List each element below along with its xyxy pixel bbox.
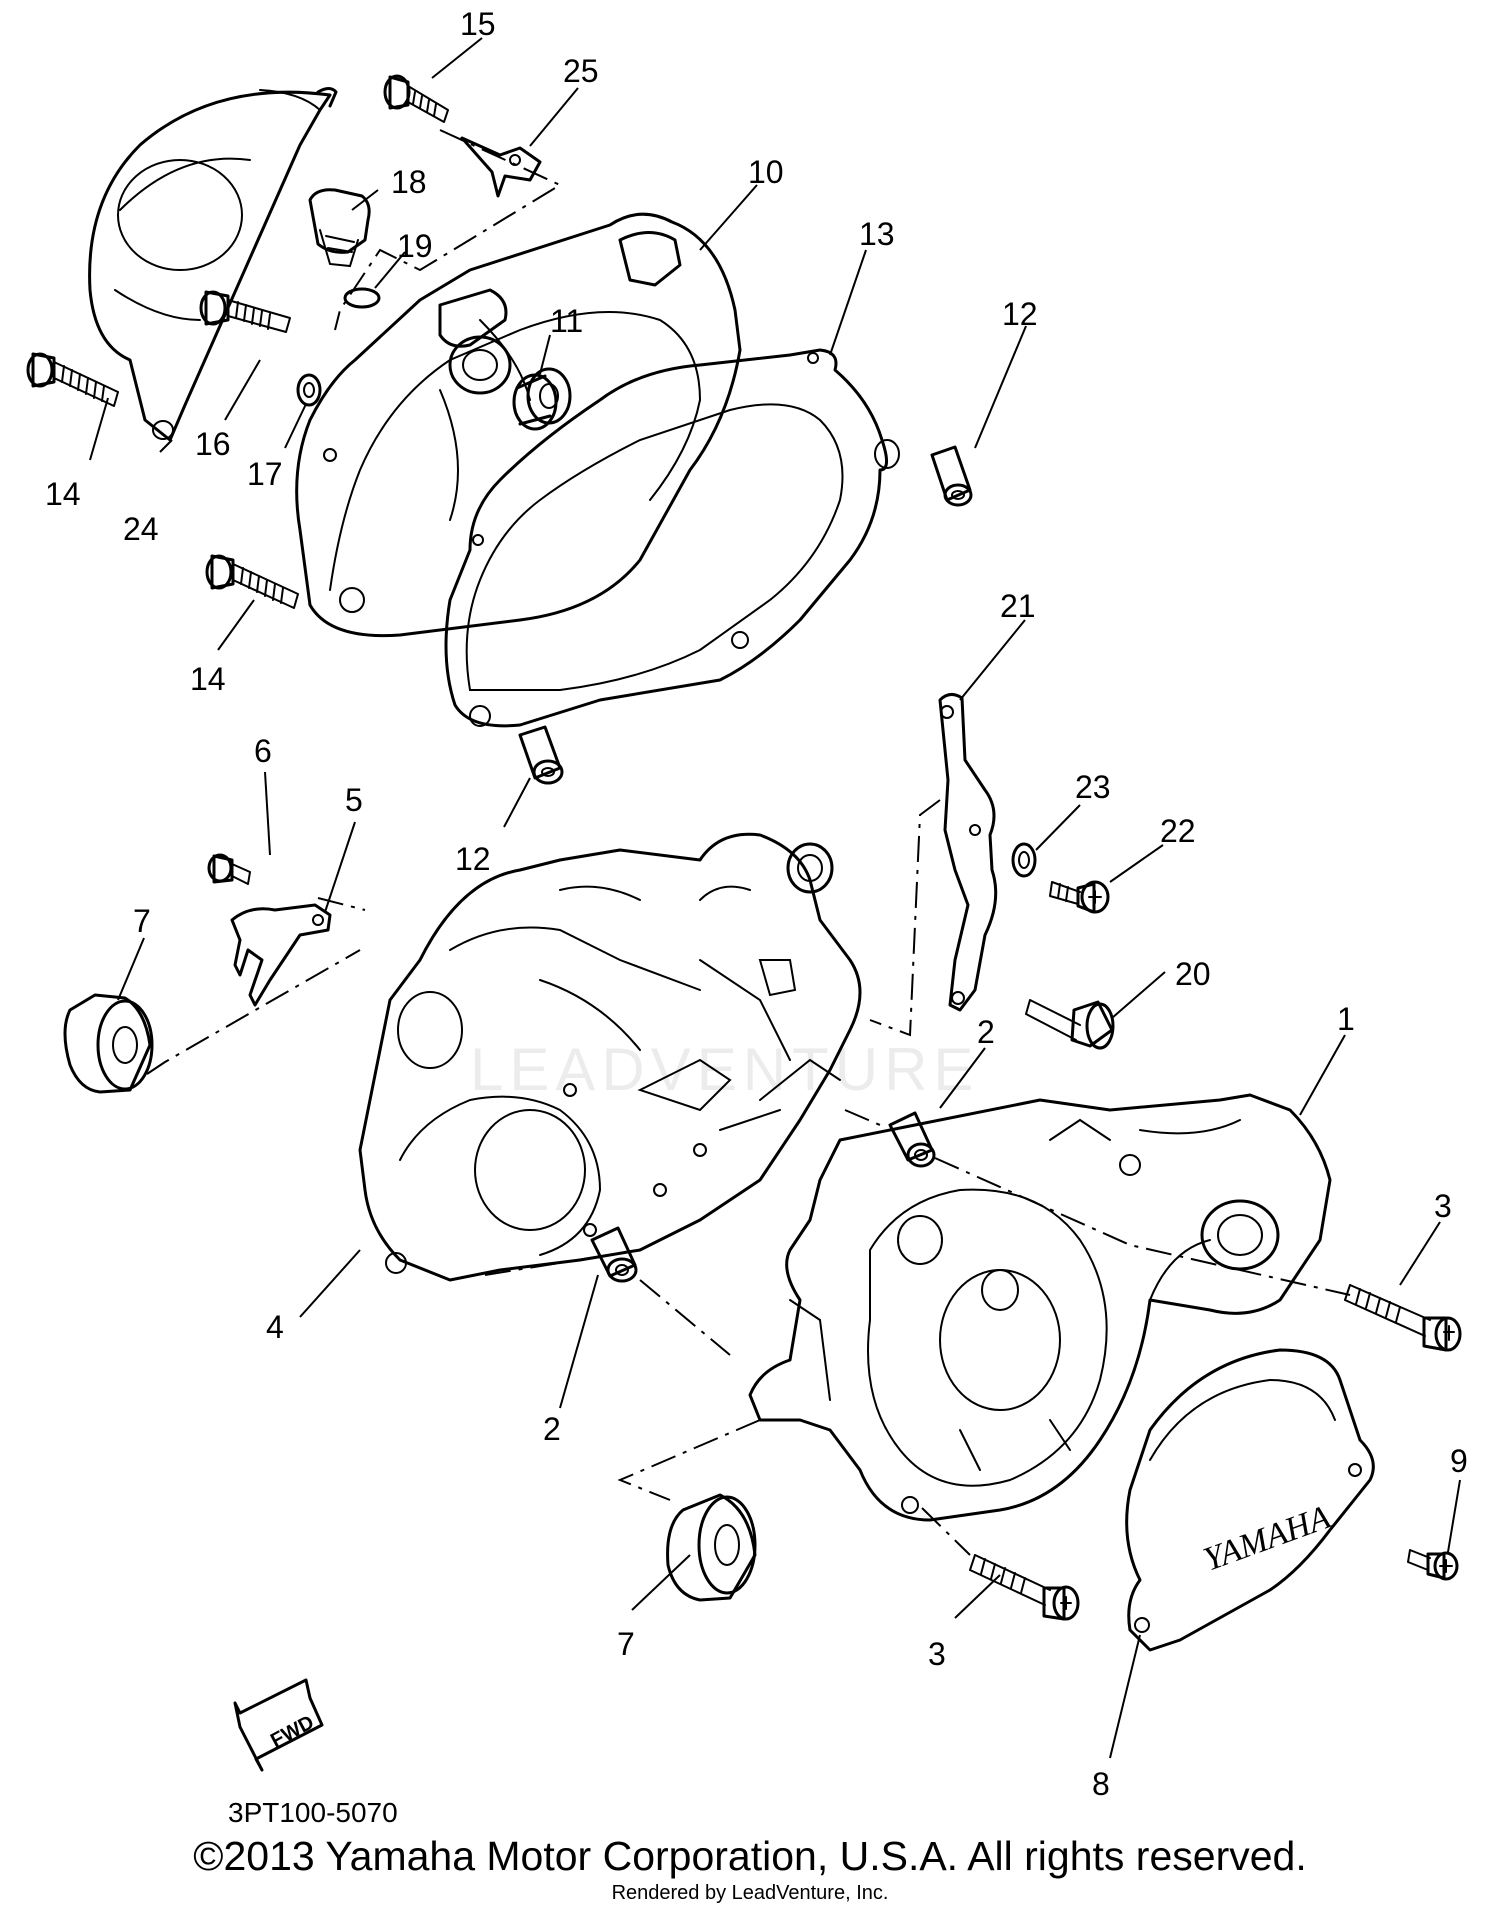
callout-11: 11	[550, 303, 583, 339]
clutch-cover-plate	[88, 87, 338, 442]
callout-3-lower: 3	[928, 1636, 946, 1672]
bracket-21	[938, 693, 998, 1012]
callout-labels: 15 25 18 10 19 13 12 11 14 16 17 24 14 2…	[45, 6, 1468, 1802]
leader-lines	[89, 37, 1461, 1759]
callout-12-lower: 12	[455, 841, 491, 877]
oil-plug-18	[308, 188, 371, 268]
callout-5: 5	[345, 782, 363, 818]
crankcase-cover-8: YAMAHA	[1125, 1348, 1375, 1652]
bolt-6	[207, 853, 251, 885]
callout-13: 13	[859, 216, 895, 252]
callout-1: 1	[1337, 1001, 1355, 1037]
oil-seal-11	[512, 367, 572, 431]
callout-18: 18	[391, 164, 427, 200]
callout-7-left: 7	[133, 903, 151, 939]
callout-20: 20	[1175, 956, 1211, 992]
callout-23: 23	[1075, 769, 1111, 805]
callout-8: 8	[1092, 1766, 1110, 1802]
callout-24: 24	[123, 511, 159, 547]
screw-22	[1049, 880, 1110, 914]
bolt-20	[1025, 999, 1115, 1050]
callout-16: 16	[195, 426, 231, 462]
callout-14-lower: 14	[190, 661, 226, 697]
copyright-notice: ©2013 Yamaha Motor Corporation, U.S.A. A…	[193, 1833, 1307, 1879]
rendered-by-notice: Rendered by LeadVenture, Inc.	[611, 1882, 889, 1904]
callout-7-bottom: 7	[617, 1626, 635, 1662]
crankcase-4	[358, 832, 862, 1282]
bolt-15	[383, 74, 449, 123]
yamaha-cover-logo: YAMAHA	[1199, 1499, 1336, 1579]
callout-6: 6	[254, 733, 272, 769]
callout-4: 4	[266, 1309, 284, 1345]
bolt-16	[199, 290, 291, 333]
callout-2-lower: 2	[543, 1411, 561, 1447]
gasket-13	[444, 348, 900, 728]
callout-14-upper: 14	[45, 476, 81, 512]
dowel-pin-12-left	[518, 725, 564, 785]
damper-7-bottom	[666, 1493, 757, 1602]
callout-10: 10	[748, 154, 784, 190]
dowel-pin-2-upper	[888, 1111, 936, 1168]
fwd-arrow-icon: FWD	[233, 1678, 324, 1772]
callout-22: 22	[1160, 813, 1196, 849]
diagram-code: 3PT100-5070	[228, 1797, 398, 1828]
callout-9: 9	[1450, 1443, 1468, 1479]
damper-7-left	[63, 993, 154, 1094]
crankcase-1	[748, 1093, 1332, 1522]
washer-23	[1011, 842, 1037, 878]
callout-12-upper: 12	[1002, 296, 1038, 332]
bolt-3-lower	[969, 1554, 1080, 1621]
bracket-5	[230, 903, 332, 1007]
bolt-14-lower	[205, 554, 299, 609]
callout-17: 17	[247, 456, 283, 492]
watermark: LEADVENTURE	[470, 1036, 979, 1103]
dowel-pin-12-right	[930, 445, 973, 507]
callout-25: 25	[563, 53, 599, 89]
fwd-label: FWD	[267, 1711, 318, 1752]
crankcase-cover-10	[295, 212, 742, 638]
bolt-9	[1407, 1549, 1459, 1581]
bolt-3-upper	[1344, 1284, 1462, 1352]
callout-3-upper: 3	[1434, 1188, 1452, 1224]
callout-19: 19	[397, 228, 433, 264]
clip-25	[460, 136, 542, 198]
callout-21: 21	[1000, 588, 1036, 624]
washer-17	[296, 373, 322, 407]
o-ring-19	[343, 287, 381, 309]
callout-2-upper: 2	[977, 1014, 995, 1050]
dowel-pin-2-lower	[590, 1226, 638, 1283]
callout-15: 15	[460, 6, 496, 42]
bolt-14-upper	[26, 352, 119, 407]
alignment-lines	[146, 129, 1351, 1556]
